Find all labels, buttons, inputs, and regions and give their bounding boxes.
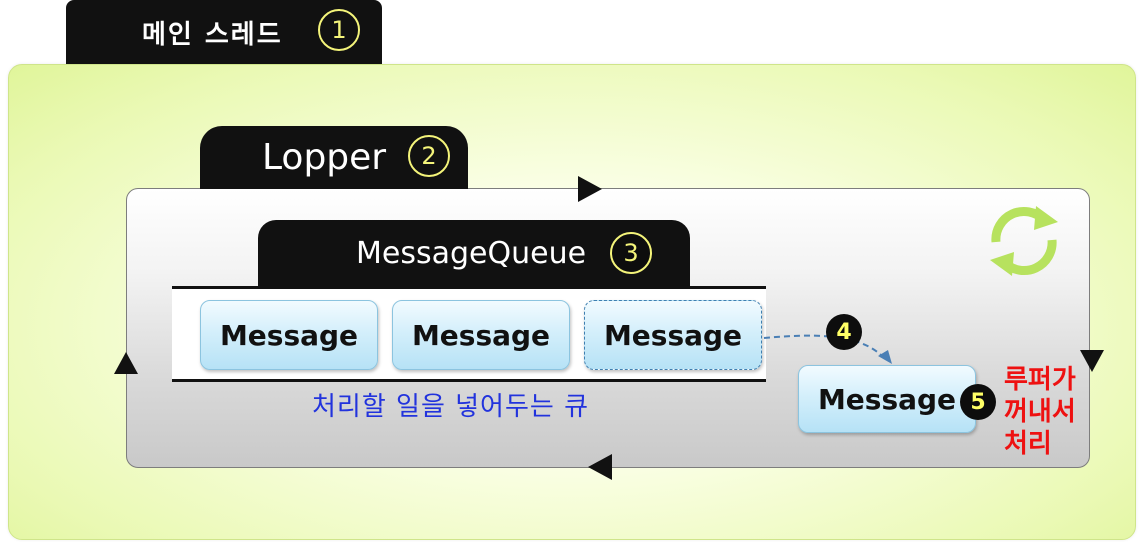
message-queue-label: MessageQueue (356, 235, 587, 271)
note-line: 처리 (1004, 429, 1052, 459)
note-line: 꺼내서 (1004, 397, 1076, 427)
loop-direction-arrow-icon (1080, 350, 1104, 372)
queued-message: Message (392, 300, 570, 370)
message-queue-caption: 처리할 일을 넣어두는 큐 (312, 392, 589, 422)
loop-arrows-icon (990, 206, 1058, 276)
processed-message: Message (798, 365, 976, 433)
looper-process-note: 루퍼가 꺼내서 처리 (1004, 364, 1076, 460)
step-1-badge: 1 (318, 9, 360, 51)
step-3-badge: 3 (610, 232, 652, 274)
loop-direction-arrow-icon (578, 176, 602, 202)
loop-direction-arrow-icon (114, 352, 138, 374)
step-5-badge: 5 (960, 384, 996, 420)
queued-message: Message (584, 300, 762, 370)
loop-direction-arrow-icon (588, 454, 612, 480)
step-4-badge: 4 (826, 314, 862, 350)
main-thread-label: 메인 스레드 (142, 19, 283, 50)
step-2-badge: 2 (408, 135, 450, 177)
note-line: 루퍼가 (1004, 365, 1076, 395)
looper-label: Lopper (262, 137, 387, 178)
queued-message: Message (200, 300, 378, 370)
dashed-arrow-icon (763, 334, 892, 364)
